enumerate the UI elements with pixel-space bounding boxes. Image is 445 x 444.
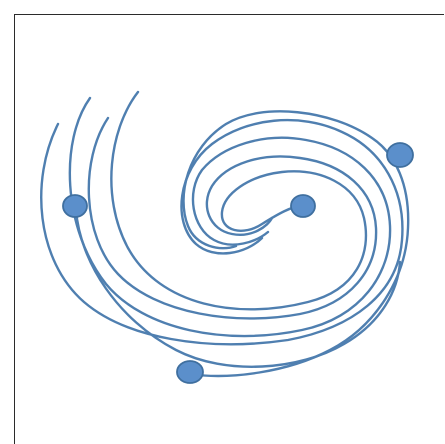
spiral-diagram (0, 0, 445, 430)
node-left (63, 195, 87, 217)
diagram-canvas (0, 0, 445, 430)
node-bottom (177, 361, 203, 383)
node-upper-right (387, 143, 413, 167)
node-center (291, 195, 315, 217)
spiral-arm-inner-tight (111, 92, 366, 309)
